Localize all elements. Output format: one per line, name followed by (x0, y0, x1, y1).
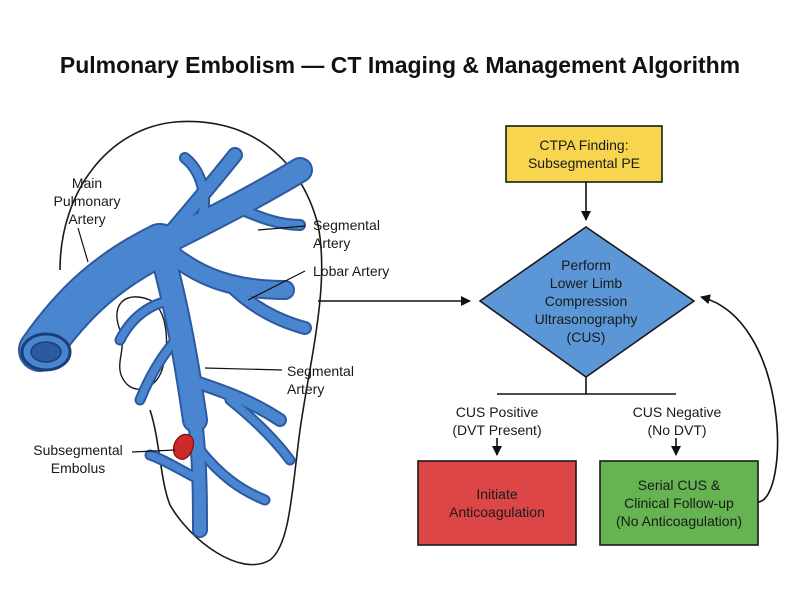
label-segmental-artery-lower: Segmental Artery (287, 363, 354, 397)
label-main-pulmonary-artery: Main Pulmonary Artery (53, 175, 121, 227)
lung-outline (59, 120, 323, 566)
decision-text: Perform Lower Limb Compression Ultrasono… (534, 257, 638, 345)
label-lobar-artery: Lobar Artery (313, 263, 390, 279)
start-box (505, 125, 663, 183)
leader-segmental-lower (204, 367, 283, 371)
start-box-text: CTPA Finding: Subsegmental PE (527, 137, 641, 171)
arrow-follow-up-loop (700, 294, 779, 503)
negative-action-text: Serial CUS & Clinical Follow-up (No Anti… (615, 477, 743, 529)
label-segmental-artery-upper: Segmental Artery (313, 217, 380, 251)
heart-outline (116, 296, 168, 390)
negative-branch-label: CUS Negative (No DVT) (632, 404, 722, 438)
embolus-clot (172, 433, 195, 460)
label-subsegmental-embolus: Subsegmental Embolus (33, 442, 123, 476)
artery-lumen (30, 341, 62, 363)
leader-embolus (131, 449, 176, 453)
positive-action-text: Initiate Anticoagulation (449, 486, 545, 520)
leader-lobar (247, 270, 306, 301)
diagram-title: Pulmonary Embolism — CT Imaging & Manage… (59, 52, 741, 78)
positive-action-box (417, 460, 577, 546)
leader-main-artery (77, 227, 89, 263)
leader-segmental-upper (257, 225, 306, 231)
negative-action-box (599, 460, 759, 546)
positive-branch-label: CUS Positive (DVT Present) (452, 404, 542, 438)
